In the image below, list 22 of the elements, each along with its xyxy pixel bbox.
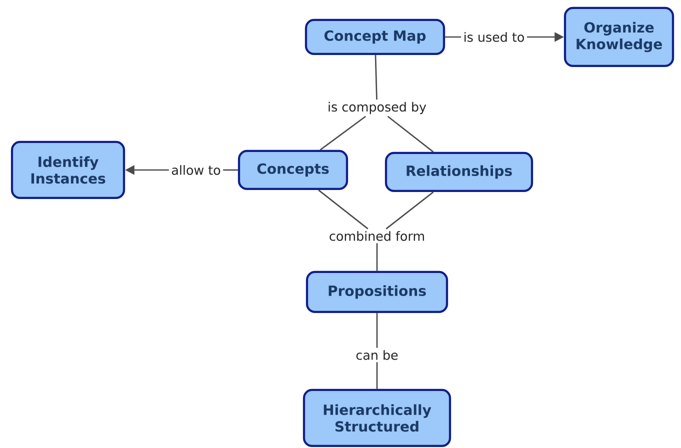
concept-box: Organize Knowledge <box>564 6 674 68</box>
connector-line <box>318 190 368 230</box>
connector-line <box>374 55 378 100</box>
linking-phrase: is composed by <box>328 102 426 114</box>
connector-line <box>387 116 434 152</box>
linking-phrase: allow to <box>172 165 220 175</box>
connector-line <box>376 243 378 271</box>
concept-box: Concepts <box>238 150 348 190</box>
connector-line <box>445 36 462 38</box>
concept-box: Identify Instances <box>10 140 126 200</box>
connector-line <box>223 169 238 171</box>
connector-line <box>376 362 378 389</box>
connector-line <box>386 192 434 230</box>
connector-line <box>320 116 366 150</box>
linking-phrase: combined form <box>330 231 424 241</box>
concept-box: Hierarchically Structured <box>302 388 452 448</box>
connector-line <box>376 313 378 348</box>
linking-phrase: can be <box>356 350 398 360</box>
concept-box: Concept Map <box>304 18 446 56</box>
concept-box: Propositions <box>306 270 448 314</box>
concept-box: Relationships <box>384 152 534 192</box>
linking-phrase: is used to <box>464 32 524 42</box>
